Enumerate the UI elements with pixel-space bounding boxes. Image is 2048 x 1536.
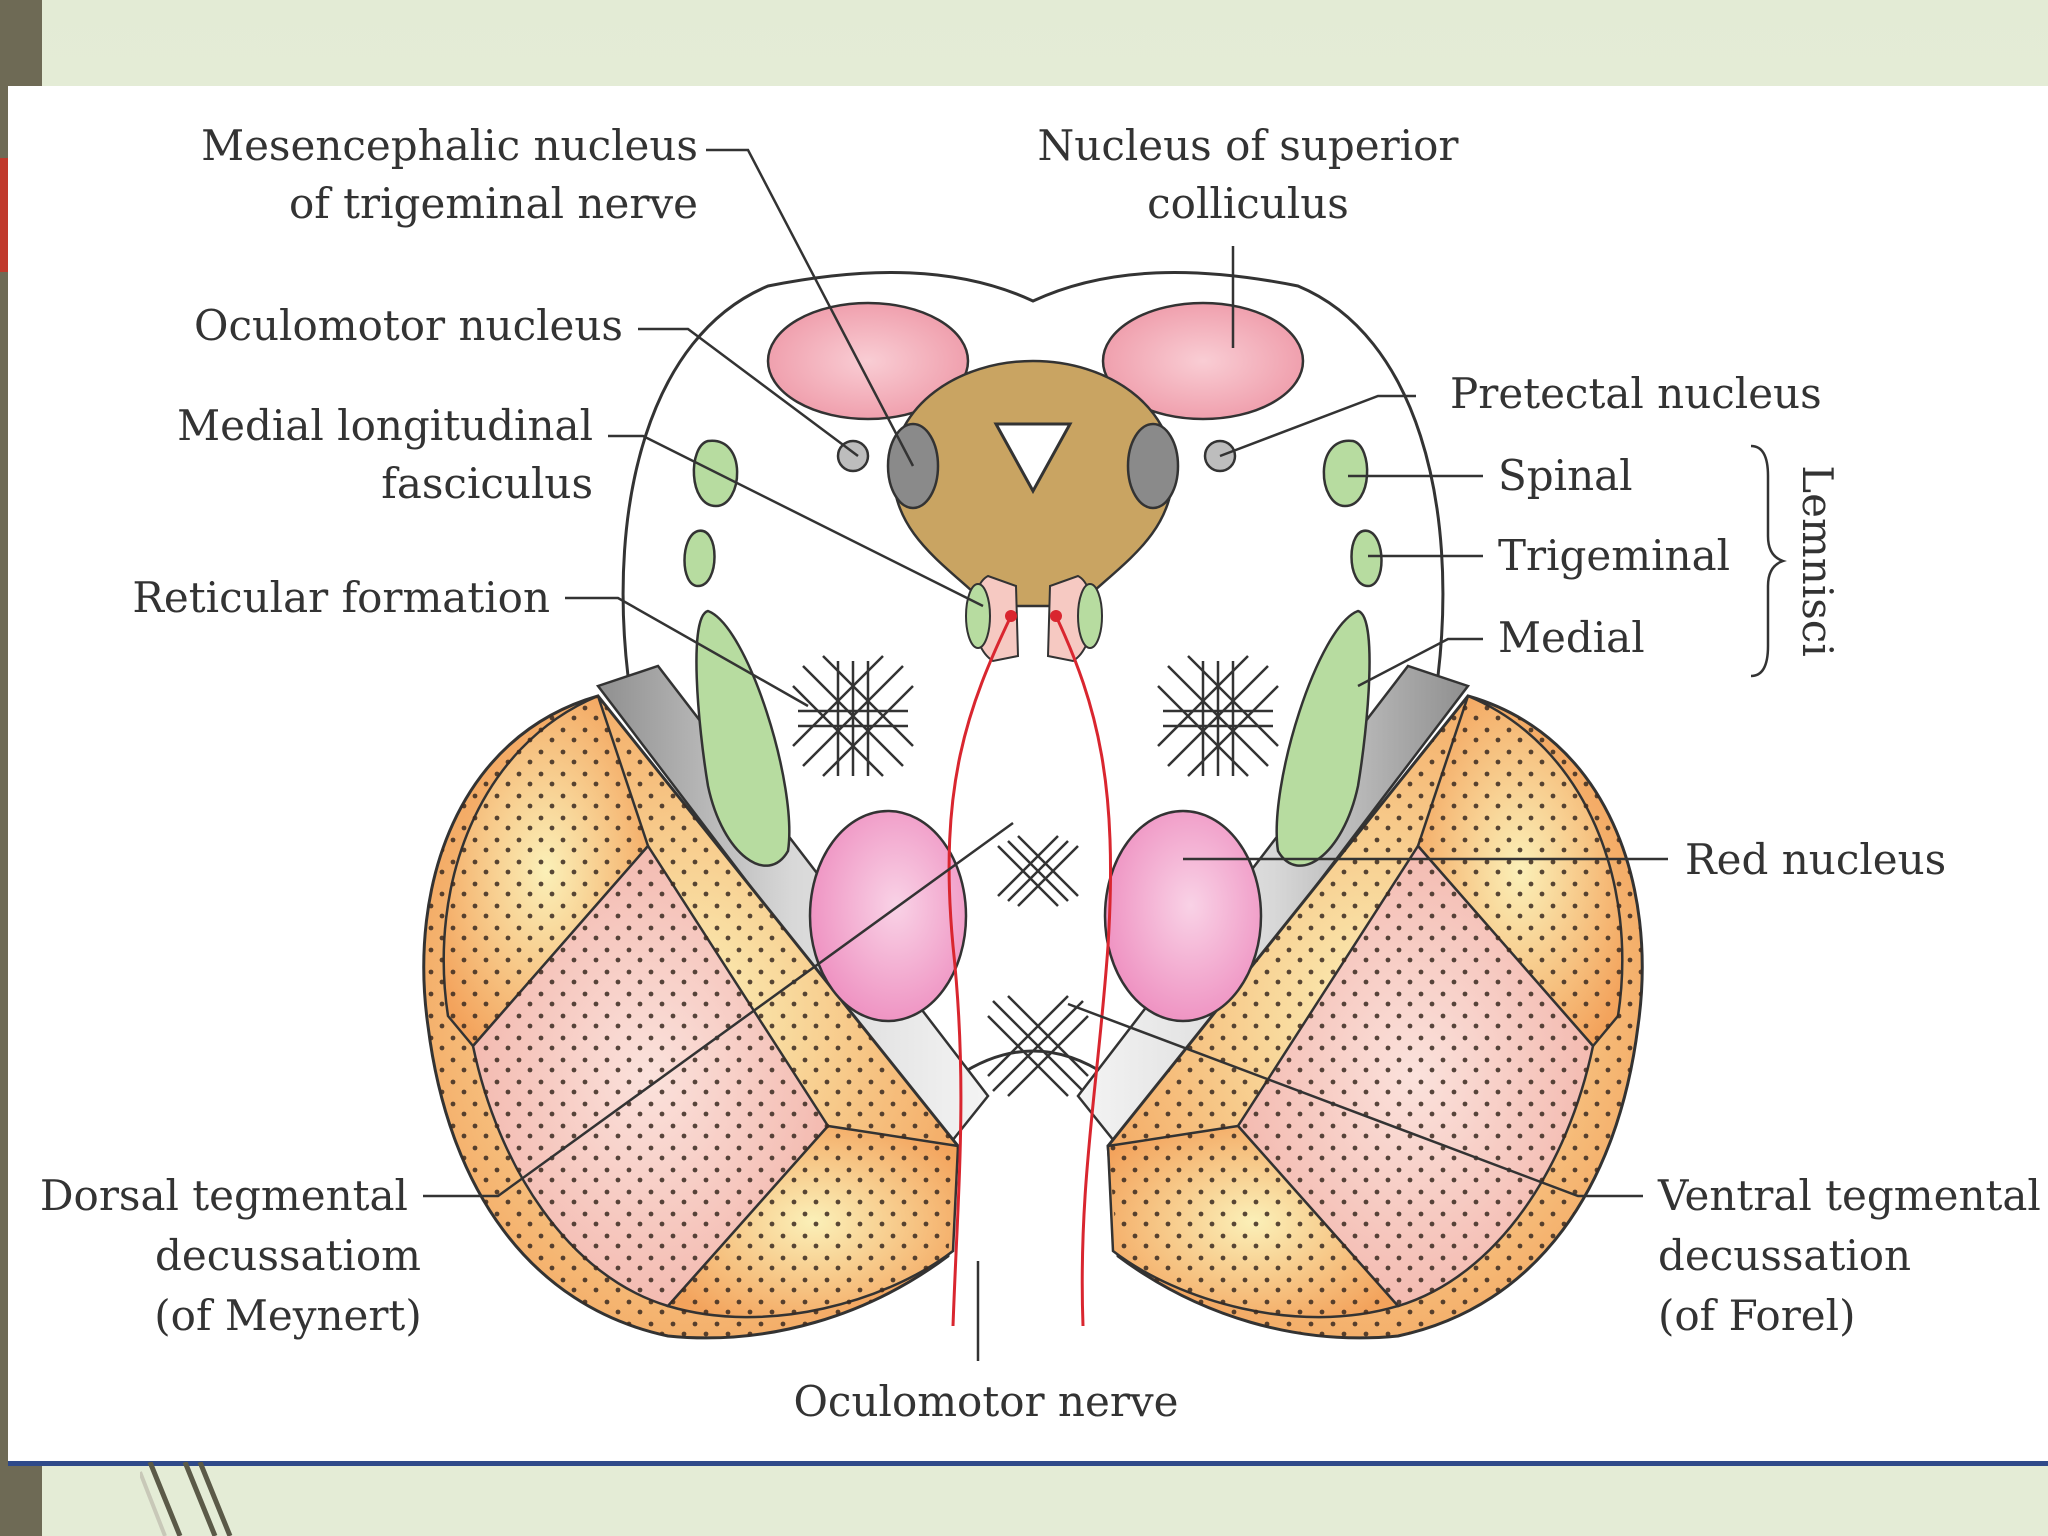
label-mlf-1: Medial longitudinal	[177, 401, 593, 450]
midbrain-section-diagram: Mesencephalic nucleus of trigeminal nerv…	[40, 121, 2041, 1426]
left-pretectal-nucleus	[836, 439, 870, 473]
label-dorsal-tegmental-1: Dorsal tegmental	[40, 1171, 408, 1220]
leader-lines	[423, 148, 1668, 1361]
right-medial-lemniscus	[1275, 609, 1371, 867]
slide-corner-decoration	[140, 1462, 233, 1536]
right-trigeminal-lemniscus	[1350, 529, 1383, 588]
dorsal-tegmental-decussation-mark	[997, 835, 1079, 907]
left-reticular-formation	[792, 655, 914, 777]
left-mlf	[965, 583, 991, 649]
label-red-nucleus: Red nucleus	[1685, 835, 1946, 884]
right-spinal-lemniscus	[1322, 439, 1369, 508]
label-ventral-tegmental-3: (of Forel)	[1658, 1291, 1855, 1340]
label-ventral-tegmental-2: decussation	[1658, 1231, 1911, 1280]
left-trigeminal-lemniscus	[683, 529, 716, 588]
left-oculomotor-nerve-fiber	[947, 615, 1013, 1327]
left-red-nucleus	[808, 809, 968, 1023]
label-spinal: Spinal	[1498, 451, 1633, 500]
label-oculomotor-nucleus: Oculomotor nucleus	[194, 301, 623, 350]
ventral-tegmental-decussation-mark	[987, 995, 1089, 1097]
left-crus-cerebri	[422, 694, 960, 1340]
right-oculomotor-nerve-fiber	[1054, 615, 1113, 1327]
label-superior-colliculus-1: Nucleus of superior	[1038, 121, 1460, 170]
label-mlf-2: fasciculus	[381, 459, 593, 508]
label-trigeminal: Trigeminal	[1498, 531, 1730, 580]
left-medial-lemniscus	[695, 609, 791, 867]
right-red-nucleus	[1103, 809, 1263, 1023]
label-medial: Medial	[1498, 613, 1645, 662]
right-mlf	[1077, 583, 1103, 649]
label-oculomotor-nerve: Oculomotor nerve	[794, 1377, 1179, 1426]
slide-red-accent	[0, 158, 8, 272]
lemnisci-brace	[1750, 444, 1787, 678]
label-mesencephalic-1: Mesencephalic nucleus	[201, 121, 698, 170]
right-reticular-formation	[1157, 655, 1279, 777]
diagram-panel: Mesencephalic nucleus of trigeminal nerv…	[8, 86, 2048, 1466]
cerebral-aqueduct	[993, 422, 1073, 495]
label-dorsal-tegmental-3: (of Meynert)	[154, 1291, 421, 1340]
label-superior-colliculus-2: colliculus	[1147, 179, 1349, 228]
right-crus-cerebri	[1106, 694, 1644, 1340]
right-mesencephalic-nucleus	[1126, 422, 1180, 510]
label-pretectal-nucleus: Pretectal nucleus	[1450, 369, 1822, 418]
label-reticular-formation: Reticular formation	[132, 573, 550, 622]
label-lemnisci: Lemnisci	[1793, 465, 1842, 657]
left-superior-colliculus	[766, 301, 970, 421]
right-superior-colliculus	[1101, 301, 1305, 421]
label-ventral-tegmental-1: Ventral tegmental	[1657, 1171, 2041, 1220]
label-dorsal-tegmental-2: decussatiom	[155, 1231, 421, 1280]
label-mesencephalic-2: of trigeminal nerve	[289, 179, 698, 228]
